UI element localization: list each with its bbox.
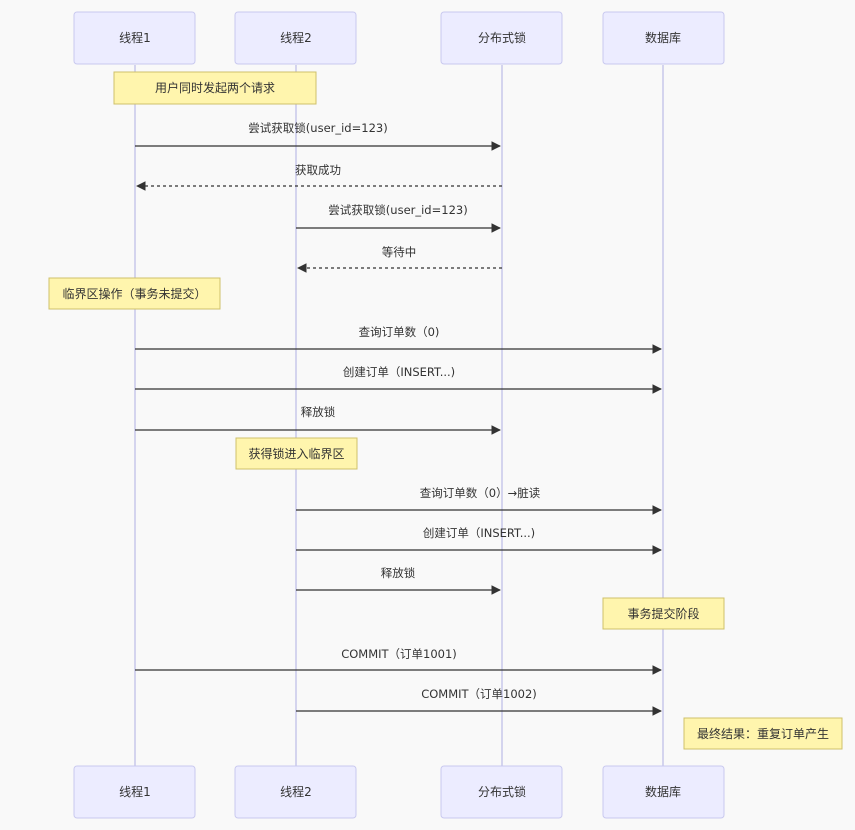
note-commit-phase: 事务提交阶段 [602,597,725,630]
message-label: COMMIT（订单1001) [341,647,457,661]
note-acquire-lock-enter: 获得锁进入临界区 [235,437,358,470]
message-3: 尝试获取锁(user_id=123) [296,203,501,233]
actor-label: 分布式锁 [478,784,526,799]
actor-distributed-lock-bottom: 分布式锁 [440,765,563,819]
message-8: 查询订单数（0）→脏读 [296,486,662,515]
note-text: 事务提交阶段 [627,606,699,621]
note-text: 获得锁进入临界区 [248,446,344,461]
note-text: 用户同时发起两个请求 [155,80,275,95]
message-label: 查询订单数（0）→脏读 [420,486,541,500]
message-label: 尝试获取锁(user_id=123) [248,121,387,135]
message-label: 尝试获取锁(user_id=123) [328,203,467,217]
actor-thread-2-bottom: 线程2 [234,765,357,819]
message-label: 获取成功 [295,163,341,177]
actor-label: 线程2 [280,784,312,799]
actor-database-top: 数据库 [602,11,725,65]
actor-database-bottom: 数据库 [602,765,725,819]
message-label: COMMIT（订单1002) [421,687,537,701]
actor-label: 线程1 [119,30,151,45]
note-text: 最终结果：重复订单产生 [697,726,829,741]
actor-thread-1-bottom: 线程1 [73,765,196,819]
message-label: 创建订单（INSERT...) [423,526,535,540]
message-2: 获取成功 [136,163,502,191]
actor-label: 线程1 [119,784,151,799]
message-6: 创建订单（INSERT...) [135,365,662,394]
message-label: 释放锁 [381,566,416,580]
message-label: 创建订单（INSERT...) [343,365,455,379]
message-1: 尝试获取锁(user_id=123) [135,121,501,151]
message-label: 等待中 [382,245,417,259]
message-12: COMMIT（订单1002) [296,687,662,716]
message-7: 释放锁 [135,405,501,435]
actor-thread-2-top: 线程2 [234,11,357,65]
message-10: 释放锁 [296,566,501,595]
message-label: 查询订单数（0) [359,325,440,339]
actor-label: 数据库 [645,30,681,45]
note-text: 临界区操作（事务未提交） [62,286,206,301]
message-9: 创建订单（INSERT...) [296,526,662,555]
actor-label: 线程2 [280,30,312,45]
actor-distributed-lock-top: 分布式锁 [440,11,563,65]
note-final-result: 最终结果：重复订单产生 [683,717,843,750]
actor-label: 分布式锁 [478,30,526,45]
actor-thread-1-top: 线程1 [73,11,196,65]
message-label: 释放锁 [301,405,336,419]
actor-label: 数据库 [645,784,681,799]
note-critical-section: 临界区操作（事务未提交） [48,277,221,310]
message-4: 等待中 [297,245,502,273]
note-simultaneous-requests: 用户同时发起两个请求 [113,71,317,105]
message-11: COMMIT（订单1001) [135,647,662,675]
message-5: 查询订单数（0) [135,325,662,354]
